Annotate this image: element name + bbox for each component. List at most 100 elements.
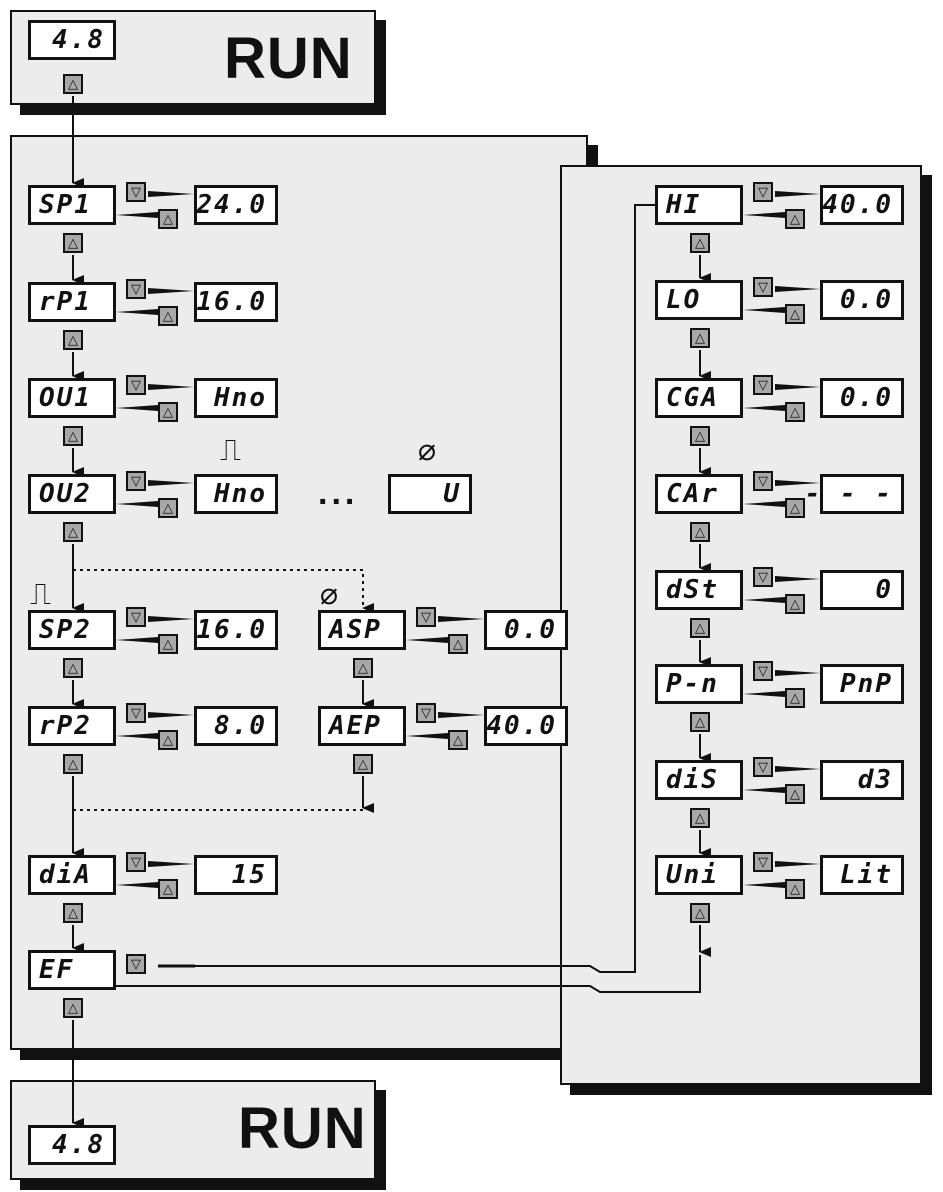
row-pn-next-key[interactable]: △ xyxy=(690,712,710,732)
analog-output-icon: ⌀ xyxy=(418,433,437,468)
row-dia-down-key[interactable]: ▽ xyxy=(126,852,146,872)
row-dst-value-display: 0 xyxy=(820,570,904,610)
row-rp2-next-key[interactable]: △ xyxy=(63,754,83,774)
row-rp2-up-key[interactable]: △ xyxy=(158,730,178,750)
row-cga-down-key[interactable]: ▽ xyxy=(753,375,773,395)
row-rp2-value-display: 8.0 xyxy=(194,706,278,746)
row-uni-value-display: Lit xyxy=(820,855,904,895)
row-lo-up-key[interactable]: △ xyxy=(785,304,805,324)
row-dia-value-display: 15 xyxy=(194,855,278,895)
run-top-label: RUN xyxy=(224,26,353,91)
to-value-arrow xyxy=(148,288,194,294)
to-value-arrow xyxy=(775,766,820,772)
row-hi-next-key[interactable]: △ xyxy=(690,233,710,253)
row-lo-next-key[interactable]: △ xyxy=(690,328,710,348)
row-dst-up-key[interactable]: △ xyxy=(785,594,805,614)
run-bottom-display: 4.8 xyxy=(28,1125,116,1165)
row-uni-down-key[interactable]: ▽ xyxy=(753,852,773,872)
to-value-arrow xyxy=(775,576,820,582)
uni-to-ef-return-line xyxy=(116,955,701,993)
row-uni-up-key[interactable]: △ xyxy=(785,879,805,899)
switching-output-icon: ⎍ xyxy=(220,433,241,468)
row-aep-param-display: AEP xyxy=(318,706,406,746)
row-aep-down-key[interactable]: ▽ xyxy=(416,703,436,723)
row-cga-param-display: CGA xyxy=(655,378,743,418)
row-ef-down-key[interactable]: ▽ xyxy=(126,954,146,974)
row-dia-param-display: diA xyxy=(28,855,116,895)
row-uni-next-key[interactable]: △ xyxy=(690,903,710,923)
row-ou1-down-key[interactable]: ▽ xyxy=(126,375,146,395)
row-cga-next-key[interactable]: △ xyxy=(690,426,710,446)
to-param-arrow xyxy=(116,405,158,411)
row-rp2-down-key[interactable]: ▽ xyxy=(126,703,146,723)
row-dis-down-key[interactable]: ▽ xyxy=(753,757,773,777)
to-value-arrow xyxy=(775,191,820,197)
row-car-param-display: CAr xyxy=(655,474,743,514)
row-asp-up-key[interactable]: △ xyxy=(448,634,468,654)
row-rp1-up-key[interactable]: △ xyxy=(158,306,178,326)
to-param-arrow xyxy=(743,787,785,793)
row-car-up-key[interactable]: △ xyxy=(785,498,805,518)
row-rp1-next-key[interactable]: △ xyxy=(63,330,83,350)
to-param-arrow xyxy=(743,212,785,218)
row-car-down-key[interactable]: ▽ xyxy=(753,471,773,491)
row-ou1-up-key[interactable]: △ xyxy=(158,402,178,422)
row-cga-value-display: 0.0 xyxy=(820,378,904,418)
row-sp1-up-key[interactable]: △ xyxy=(158,209,178,229)
row-sp2-up-key[interactable]: △ xyxy=(158,634,178,654)
row-rp1-param-display: rP1 xyxy=(28,282,116,322)
row-dis-next-key[interactable]: △ xyxy=(690,808,710,828)
row-dia-up-key[interactable]: △ xyxy=(158,879,178,899)
row-aep-next-key[interactable]: △ xyxy=(353,754,373,774)
row-hi-value-display: 40.0 xyxy=(820,185,904,225)
row-lo-down-key[interactable]: ▽ xyxy=(753,277,773,297)
row-ou2-up-key[interactable]: △ xyxy=(158,498,178,518)
to-value-arrow xyxy=(148,384,194,390)
to-param-arrow xyxy=(116,733,158,739)
to-value-arrow xyxy=(775,286,820,292)
row-sp2-value-display: 16.0 xyxy=(194,610,278,650)
to-param-arrow xyxy=(116,637,158,643)
run-bottom-label: RUN xyxy=(238,1096,367,1161)
run-top-display: 4.8 xyxy=(28,20,116,60)
row-ef-next-key[interactable]: △ xyxy=(63,998,83,1018)
row-ef-param-display: EF xyxy=(28,950,116,990)
row-dia-next-key[interactable]: △ xyxy=(63,903,83,923)
to-param-arrow xyxy=(743,691,785,697)
row-asp-down-key[interactable]: ▽ xyxy=(416,607,436,627)
row-ou2-down-key[interactable]: ▽ xyxy=(126,471,146,491)
row-sp2-down-key[interactable]: ▽ xyxy=(126,607,146,627)
row-hi-down-key[interactable]: ▽ xyxy=(753,182,773,202)
row-ou1-next-key[interactable]: △ xyxy=(63,426,83,446)
row-car-next-key[interactable]: △ xyxy=(690,522,710,542)
to-value-arrow xyxy=(148,616,194,622)
to-param-arrow xyxy=(116,212,158,218)
to-value-arrow xyxy=(775,670,820,676)
row-dis-value-display: d3 xyxy=(820,760,904,800)
row-ou2-next-key[interactable]: △ xyxy=(63,522,83,542)
analog-branch-dotted xyxy=(73,569,374,613)
row-dst-next-key[interactable]: △ xyxy=(690,618,710,638)
row-dst-param-display: dSt xyxy=(655,570,743,610)
to-param-arrow xyxy=(743,597,785,603)
ef-to-hi-line xyxy=(195,204,655,973)
row-sp2-next-key[interactable]: △ xyxy=(63,658,83,678)
row-pn-up-key[interactable]: △ xyxy=(785,688,805,708)
row-cga-up-key[interactable]: △ xyxy=(785,402,805,422)
row-hi-up-key[interactable]: △ xyxy=(785,209,805,229)
run-top-up-key[interactable]: △ xyxy=(63,74,83,94)
row-hi-param-display: HI xyxy=(655,185,743,225)
row-rp2-param-display: rP2 xyxy=(28,706,116,746)
row-sp1-down-key[interactable]: ▽ xyxy=(126,182,146,202)
row-pn-down-key[interactable]: ▽ xyxy=(753,661,773,681)
row-aep-up-key[interactable]: △ xyxy=(448,730,468,750)
row-dis-up-key[interactable]: △ xyxy=(785,784,805,804)
row-sp1-next-key[interactable]: △ xyxy=(63,233,83,253)
row-rp1-down-key[interactable]: ▽ xyxy=(126,279,146,299)
to-param-arrow xyxy=(406,733,448,739)
row-dst-down-key[interactable]: ▽ xyxy=(753,567,773,587)
row-lo-value-display: 0.0 xyxy=(820,280,904,320)
row-dis-param-display: diS xyxy=(655,760,743,800)
row-asp-next-key[interactable]: △ xyxy=(353,658,373,678)
